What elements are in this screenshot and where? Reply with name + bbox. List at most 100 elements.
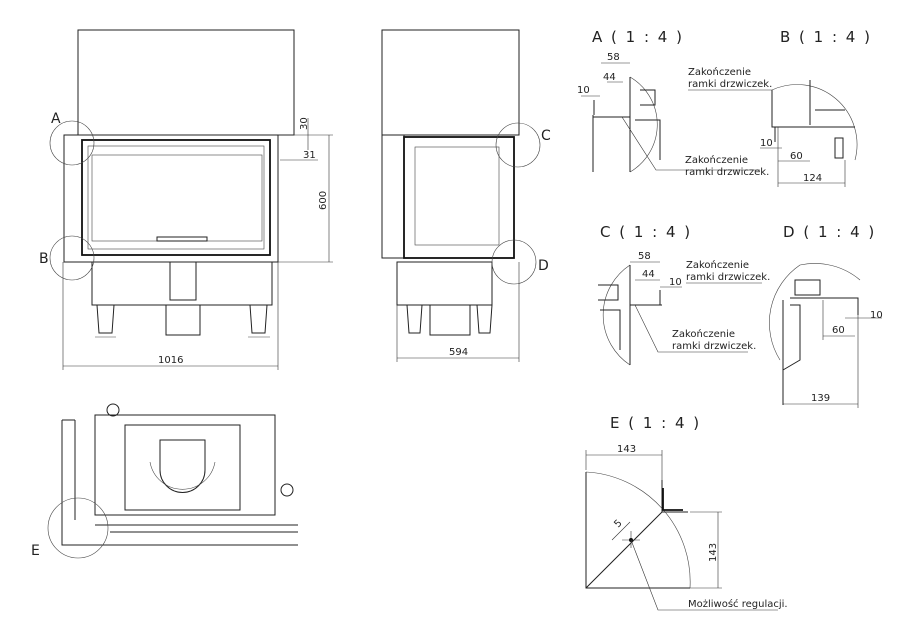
detail-c-note-1b: ramki drzwiczek. [686,272,770,283]
callout-label-e: E [31,543,40,559]
dim-line-offsets [280,118,318,161]
detail-a-dim-10: 10 [577,85,590,96]
detail-a-parts [635,89,661,160]
dim-line-height [278,134,333,263]
detail-d-dim-10: 10 [870,310,883,321]
detail-b-arc [771,84,858,161]
detail-b-dim-10: 10 [760,138,773,149]
detail-e: E ( 1 : 4 ) 143 143 5 Możliwość regulacj… [585,414,788,611]
callout-circle-a [49,120,95,166]
detail-b-dim-60: 60 [790,151,803,162]
detail-c-dim-44: 44 [642,269,655,280]
detail-e-note: Możliwość regulacji. [688,598,788,610]
callout-label-a: A [51,111,61,127]
front-air-box [165,304,201,336]
front-air-duct [169,261,197,301]
detail-c-note-1: Zakończenie [686,259,749,271]
side-glass [414,146,500,246]
detail-c-note-2b: ramki drzwiczek. [672,341,756,352]
side-back-panel [381,134,405,259]
detail-a-leaders [621,89,772,171]
top-hinge-top [106,403,120,417]
dim-offset-31: 31 [303,150,316,161]
detail-e-dim-143-v: 143 [708,543,719,562]
callout-label-d: D [538,258,549,274]
side-legs [406,304,493,334]
detail-a-dim-58: 58 [607,52,620,63]
detail-c: C ( 1 : 4 ) 58 44 10 Zakończenie ramki d… [598,223,770,366]
side-air-box [429,304,471,336]
detail-a-profile [592,77,631,172]
callout-label-c: C [541,128,551,144]
side-door-frame [403,136,515,259]
top-flue-ring [149,461,216,490]
front-frame [63,134,279,263]
top-front-edges [95,524,298,533]
top-flue-outlet [159,439,206,493]
top-outer-frame [61,419,298,546]
detail-c-note-2: Zakończenie [672,328,735,340]
dim-line-width [62,262,279,370]
callout-label-b: B [39,251,49,267]
front-glass-inner [91,154,263,242]
detail-d: D ( 1 : 4 ) 10 60 139 [769,223,883,408]
detail-e-arc [585,471,691,589]
detail-a-dim-44: 44 [603,72,616,83]
detail-e-dim-lines [585,450,722,589]
detail-e-title: E ( 1 : 4 ) [610,414,701,432]
detail-b-profile [771,80,855,142]
side-view: C D 594 [381,29,551,362]
detail-d-title: D ( 1 : 4 ) [783,223,876,241]
detail-b-title: B ( 1 : 4 ) [780,28,872,46]
dim-height-600: 600 [318,191,329,210]
detail-c-dim-lines [630,261,682,288]
callout-circle-d [491,239,537,285]
side-base [396,261,493,306]
detail-e-profile [585,472,690,589]
front-top-housing [77,29,295,136]
callout-circle-e [47,497,109,559]
detail-b-parts [815,109,845,159]
detail-d-dim-60: 60 [832,325,845,336]
detail-c-dim-58: 58 [638,251,651,262]
callout-circle-b [49,235,95,281]
dim-side-width-594: 594 [449,347,468,358]
detail-c-parts [598,284,621,350]
detail-d-dim-lines [783,300,882,408]
detail-d-profile [782,297,859,405]
detail-e-dim-143-h: 143 [617,444,636,455]
detail-e-frame [662,488,683,511]
detail-b-dim-124: 124 [803,173,822,184]
detail-e-dim-5: 5 [612,518,624,530]
detail-b-dim-lines [760,127,846,187]
dim-line-side-width [396,262,520,362]
detail-c-dim-10: 10 [669,277,682,288]
detail-a-note-2: Zakończenie [685,154,748,166]
detail-d-arc [769,263,861,361]
front-door-frame [81,139,271,256]
dim-width-1016: 1016 [158,355,183,366]
side-top-housing [381,29,520,136]
detail-a-dim-lines [581,62,630,97]
detail-a-note-1b: ramki drzwiczek. [688,79,772,90]
front-glass [87,145,265,250]
detail-c-arc [602,264,631,366]
detail-a-title: A ( 1 : 4 ) [592,28,684,46]
top-hinge-right [280,483,294,497]
top-firebox [124,424,241,511]
detail-c-leaders [634,282,762,353]
detail-e-leader [630,539,778,611]
detail-d-dim-139: 139 [811,393,830,404]
front-view: A B 1016 600 30 31 [39,29,333,370]
detail-b: B ( 1 : 4 ) 10 60 124 [760,28,872,187]
detail-a-note-2b: ramki drzwiczek. [685,167,769,178]
callout-circle-c [495,122,541,168]
detail-d-parts [794,279,821,296]
detail-a: A ( 1 : 4 ) 58 44 10 Zakończenie ramki d… [577,28,772,178]
top-body [94,414,276,516]
front-base [91,261,273,306]
dim-offset-30: 30 [299,117,310,130]
front-legs [96,304,268,334]
front-handle [156,236,208,242]
